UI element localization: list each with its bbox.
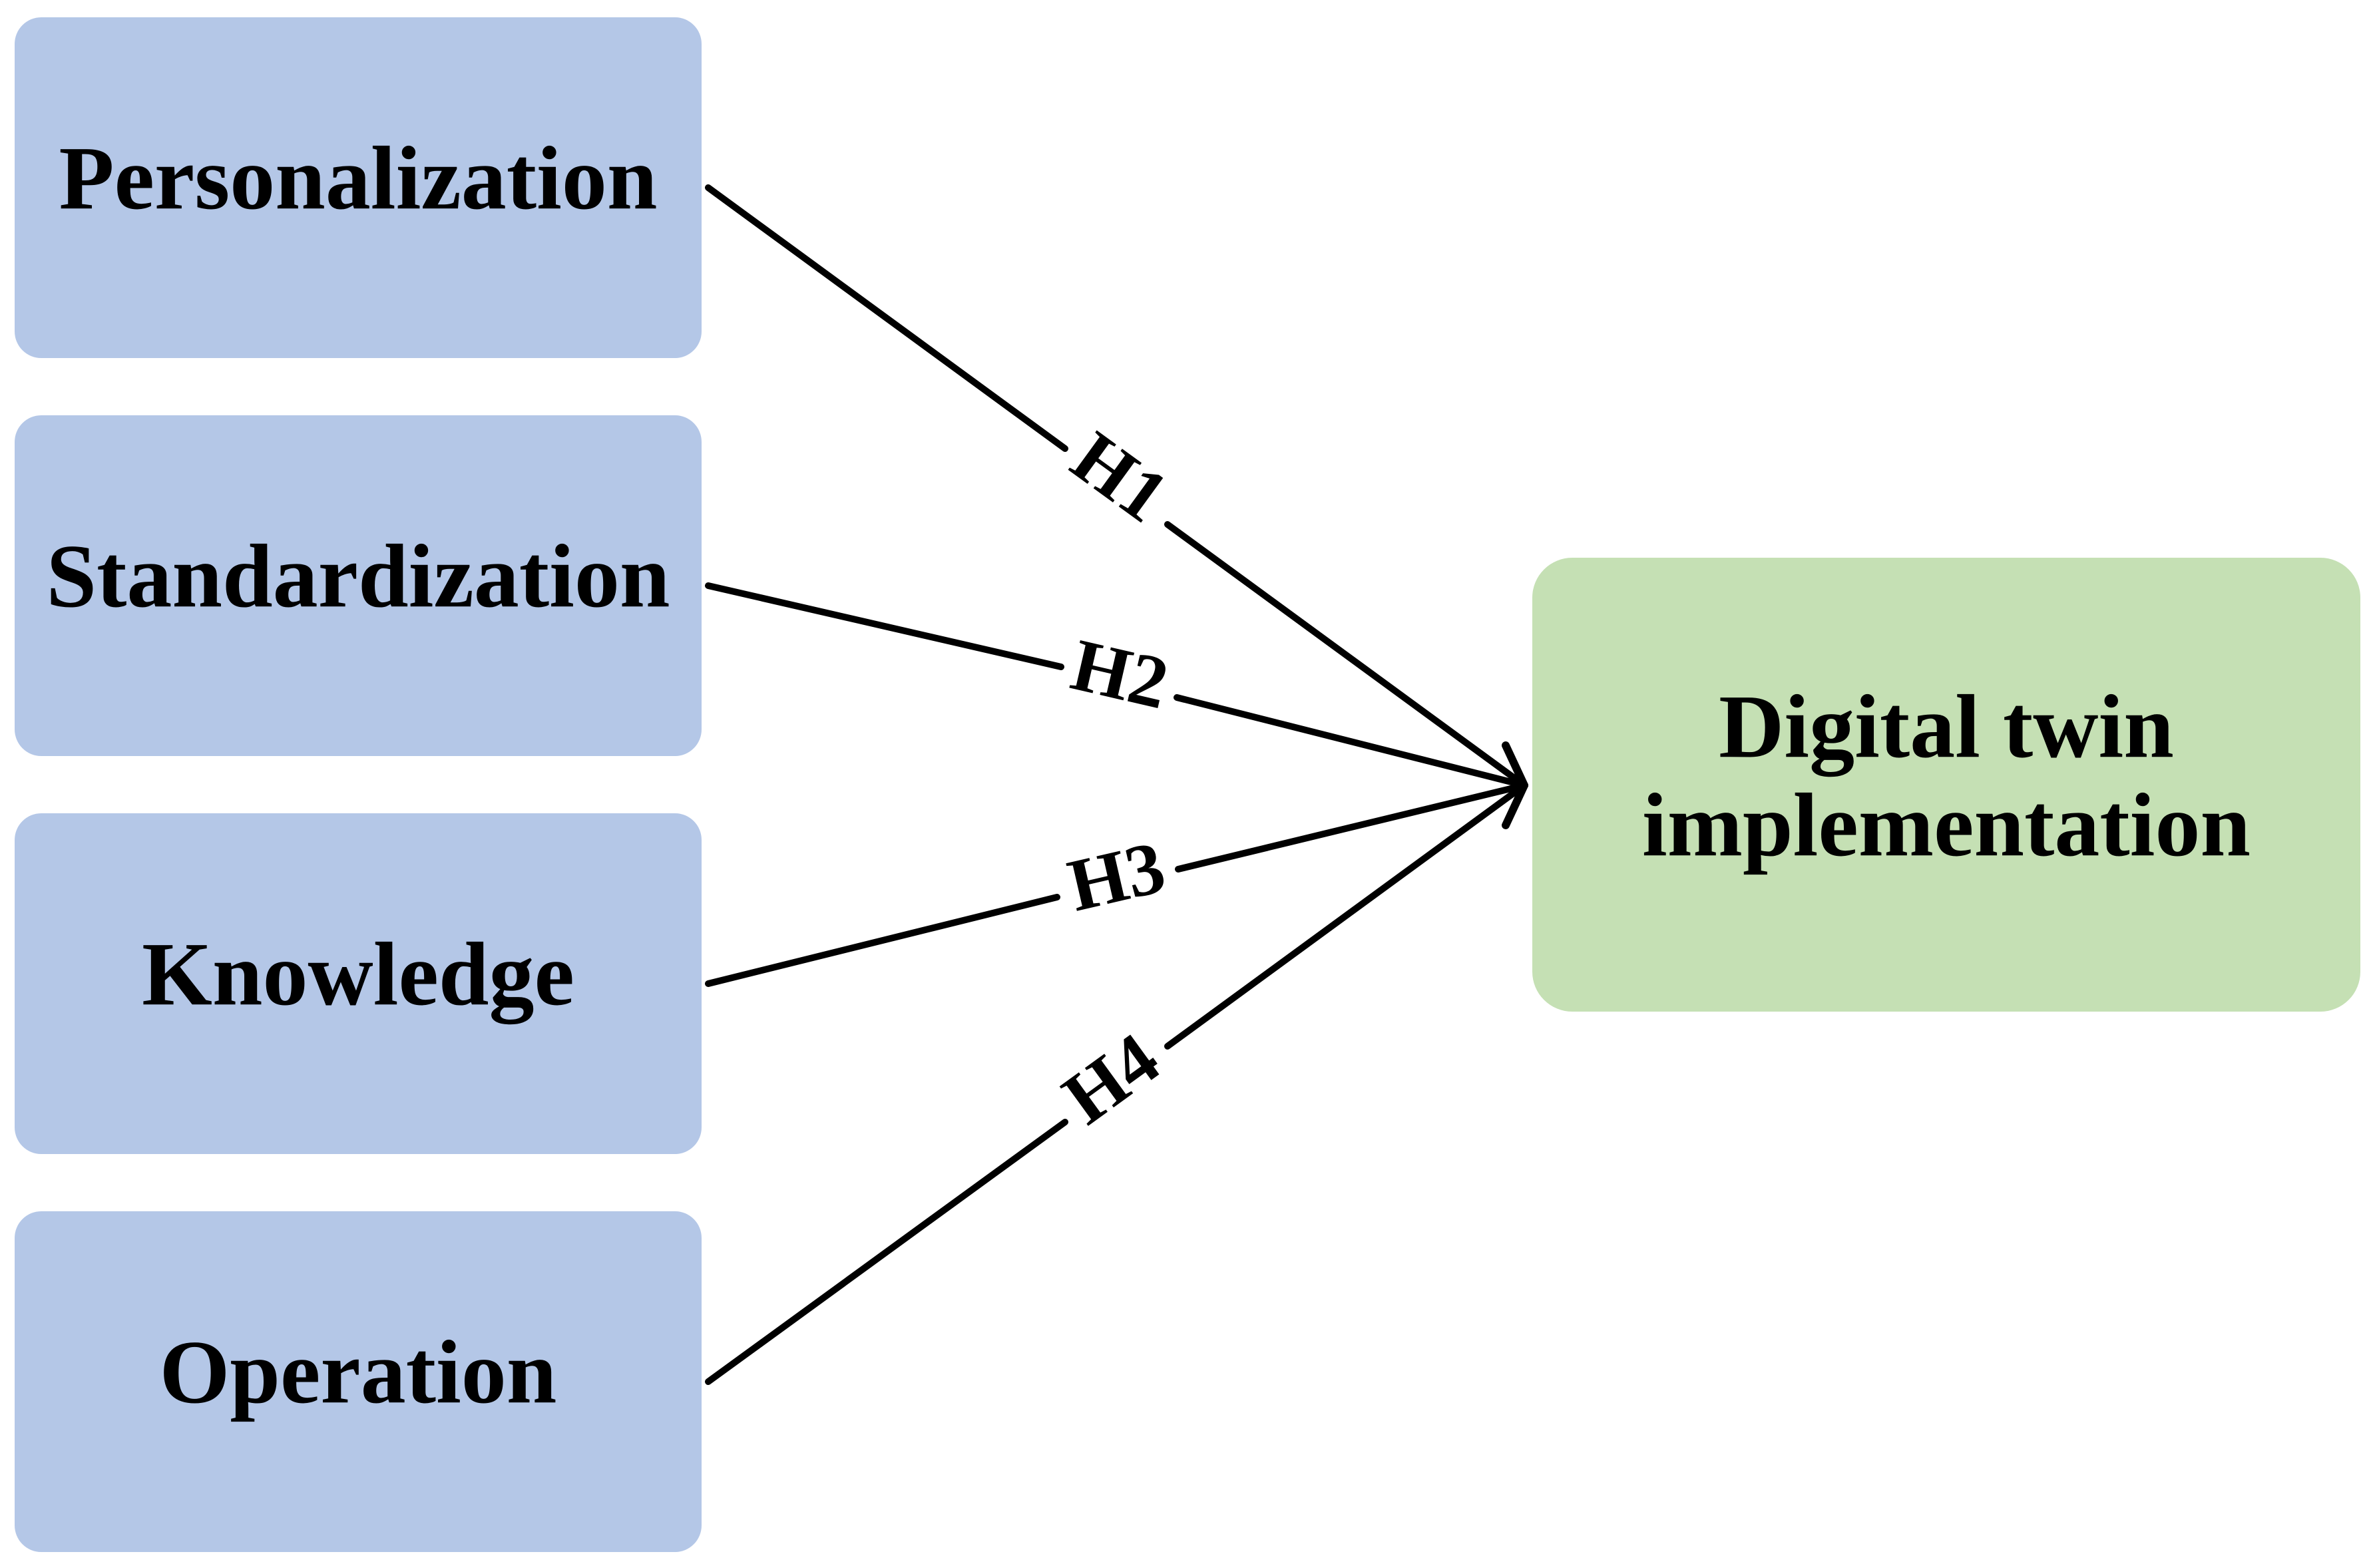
- arrowhead-lower: [1502, 781, 1528, 829]
- node-standardization-label: Standardization: [46, 526, 670, 626]
- edge-h2: [705, 582, 1528, 789]
- edge-h1-line-a: [705, 184, 1068, 452]
- node-standardization-box: [15, 415, 702, 756]
- edge-h1-label: H1: [1057, 416, 1183, 538]
- node-knowledge: Knowledge: [15, 813, 702, 1154]
- edge-h3-label: H3: [1061, 825, 1172, 927]
- edge-h2-line-b: [1174, 694, 1528, 789]
- arrowhead: [1502, 741, 1528, 829]
- node-standardization: Standardization: [15, 415, 702, 756]
- node-knowledge-label: Knowledge: [142, 924, 574, 1024]
- edge-h3: [705, 782, 1528, 987]
- node-target-box: [1532, 558, 2360, 1012]
- node-personalization: Personalization: [15, 17, 702, 358]
- node-personalization-box: [15, 17, 702, 358]
- edge-h4-line-a: [705, 1119, 1068, 1385]
- node-target-label-line2: implementation: [1642, 775, 2251, 875]
- edge-h3-line-a: [705, 894, 1060, 987]
- edge-h1-line-b: [1164, 521, 1528, 789]
- node-personalization-label: Personalization: [59, 128, 657, 228]
- node-operation-label: Operation: [160, 1322, 557, 1422]
- node-operation: Operation: [15, 1211, 702, 1552]
- edge-h3-line-b: [1175, 782, 1528, 873]
- node-operation-box: [15, 1211, 702, 1552]
- edge-h2-line-a: [705, 582, 1064, 670]
- edge-h1: [705, 184, 1528, 789]
- arrowhead-upper: [1502, 741, 1528, 789]
- edge-h2-label: H2: [1064, 623, 1176, 725]
- node-knowledge-box: [15, 813, 702, 1154]
- node-target-label-line1: Digital twin: [1719, 677, 2174, 777]
- edge-h4-line-b: [1164, 782, 1528, 1050]
- node-digital-twin-implementation: Digital twin implementation: [1532, 558, 2360, 1012]
- edge-h4: [705, 782, 1528, 1385]
